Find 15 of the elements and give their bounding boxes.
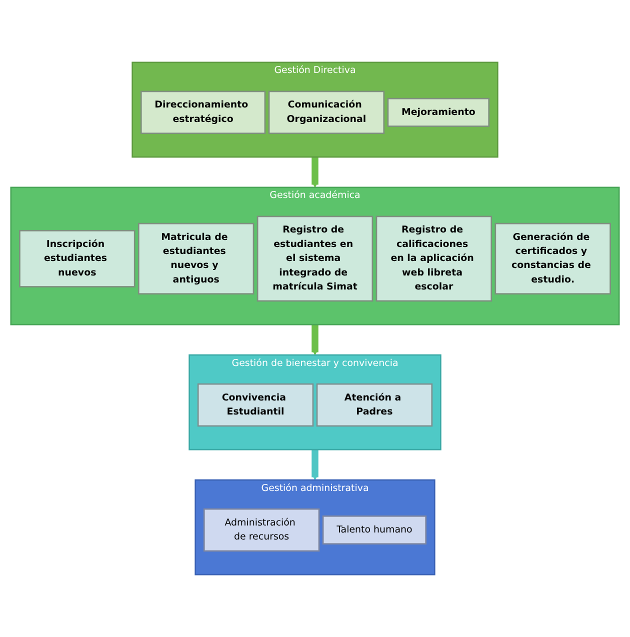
node-box: Administración de recursos — [203, 508, 320, 552]
node-box: Mejoramiento — [387, 98, 490, 127]
node-box: Atención a Padres — [316, 383, 433, 427]
node-box: Registro de estudiantes en el sistema integrado de matrícula Simat — [256, 216, 374, 302]
node-box: Direccionamiento estratégico — [140, 90, 266, 134]
node-box: Registro de calificaciones en la aplicación web libreta escolar — [376, 216, 492, 302]
node-box: Inscripción estudiantes nuevos — [19, 230, 136, 288]
arrow — [312, 324, 318, 356]
node-box: Matricula de estudiantes nuevos y antiguos — [138, 222, 254, 294]
node-box: Generación de certificados y constancias de estudio. — [494, 222, 611, 294]
arrow — [312, 157, 318, 188]
node-box: Convivencia Estudiantil — [197, 383, 314, 427]
node-box: Comunicación Organizacional — [268, 90, 385, 134]
arrow — [312, 450, 318, 480]
node-box: Talento humano — [322, 515, 427, 545]
